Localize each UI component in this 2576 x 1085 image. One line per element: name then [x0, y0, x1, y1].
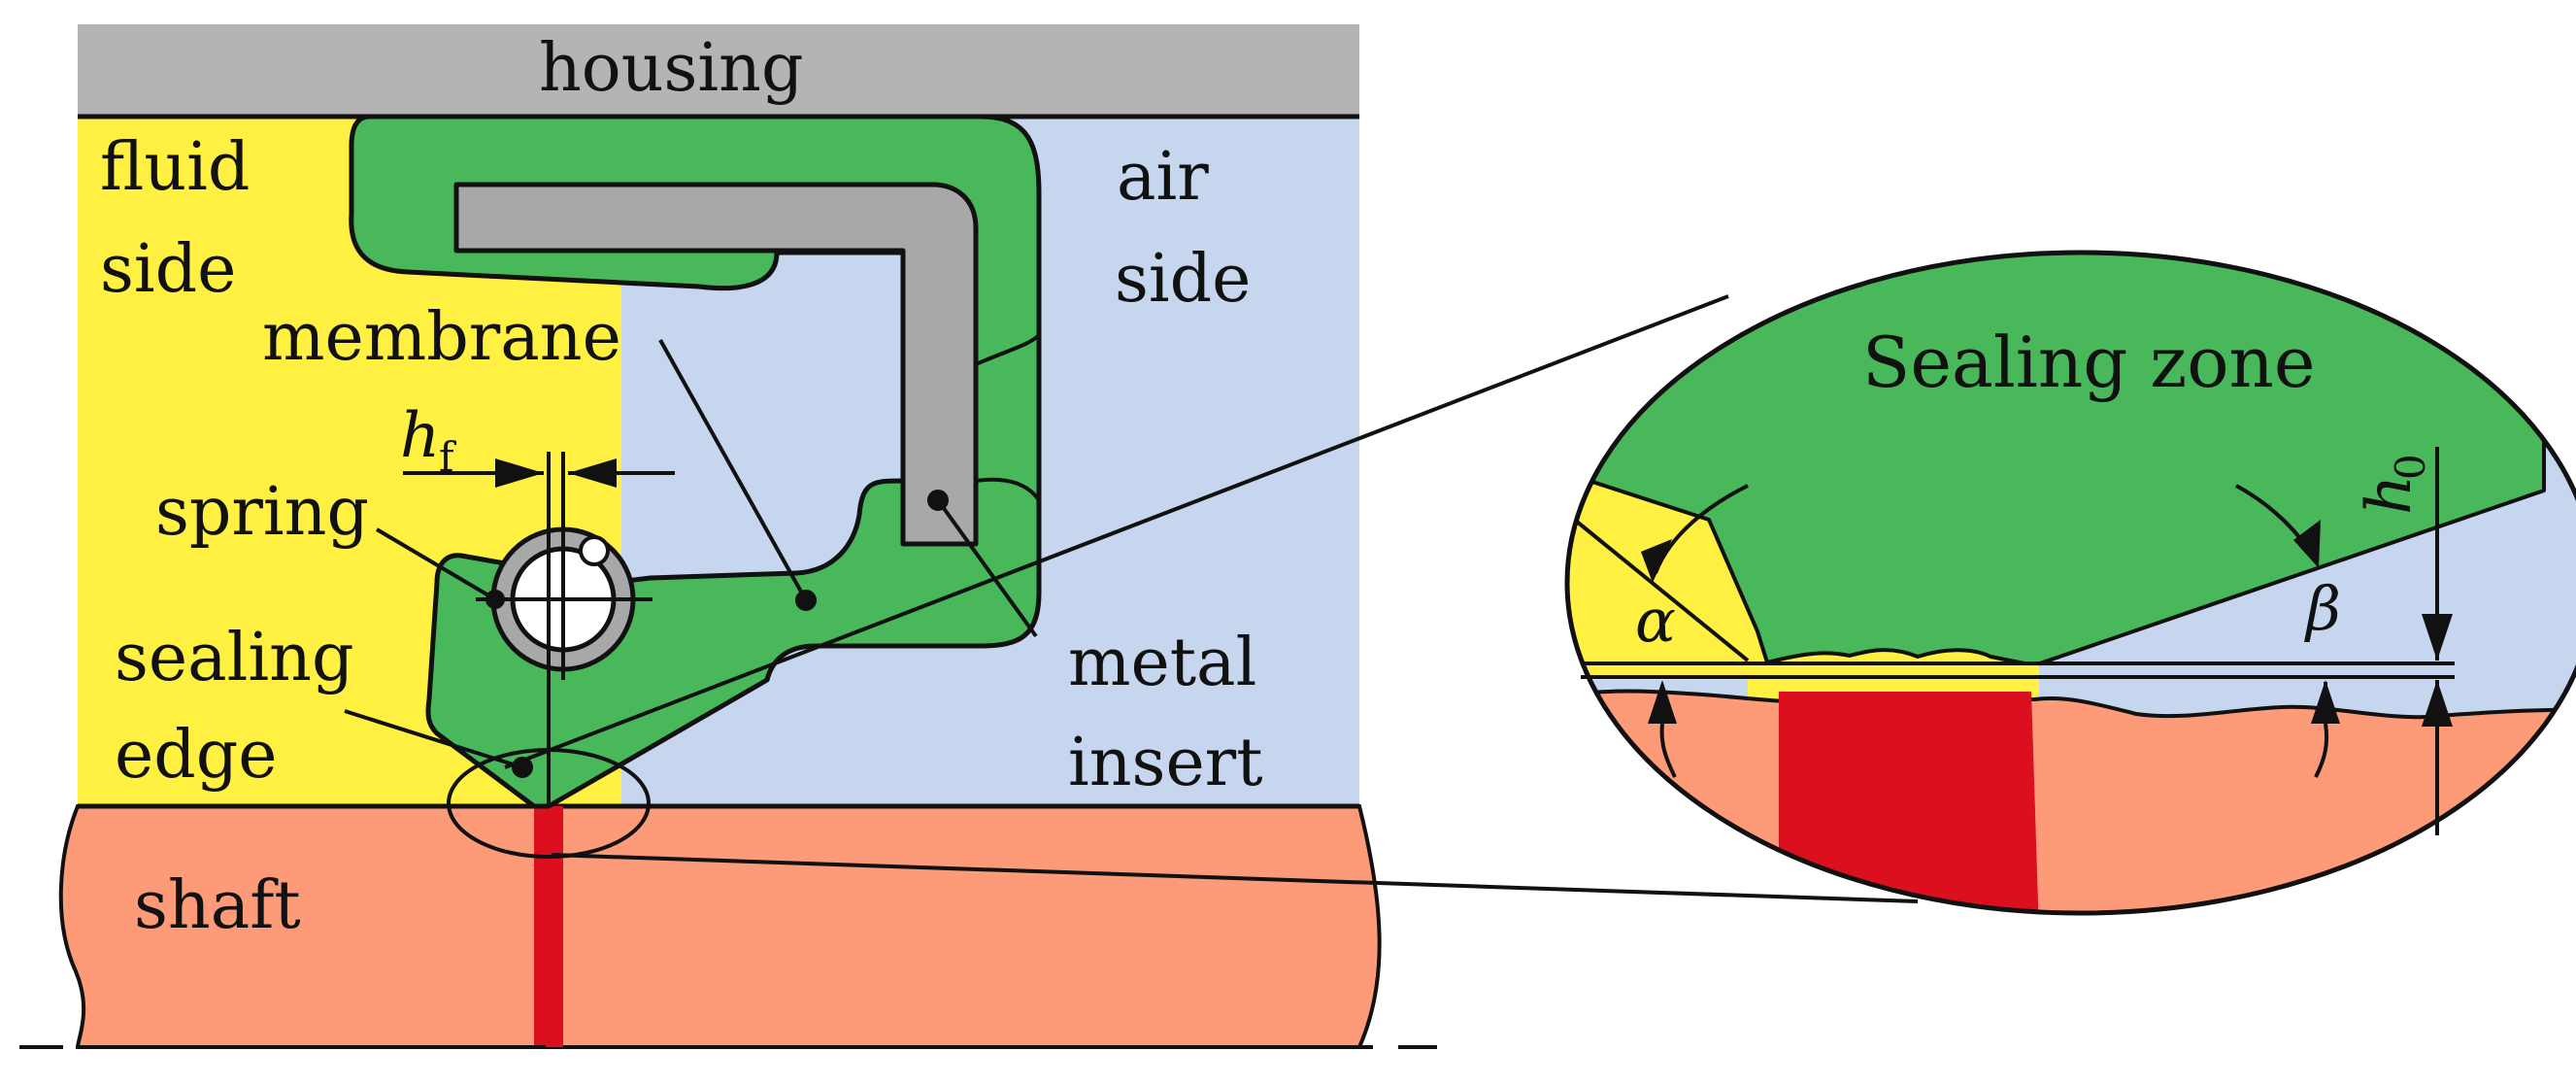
h0-dimension: [2422, 447, 2453, 835]
housing: [78, 24, 1359, 117]
metal-insert: [453, 182, 979, 547]
svg-text:h: h: [2354, 475, 2425, 515]
sealing-label: sealing: [115, 620, 354, 696]
cross-section: housing fluid side air side membrane spr…: [19, 24, 1437, 1049]
hf-label: h: [400, 400, 440, 472]
zoom-connectors: [504, 294, 1919, 903]
zoom-outline: [1564, 250, 2576, 916]
zoom-contact-region: [1779, 692, 2039, 913]
beta-label: β: [2304, 573, 2341, 644]
shaft-label: shaft: [134, 867, 301, 944]
seal-groove-upper: [975, 333, 1041, 366]
fluid-label: fluid: [100, 129, 250, 206]
spring-label: spring: [155, 474, 369, 551]
alpha-angle: [1641, 484, 1749, 778]
svg-text:0: 0: [2387, 454, 2434, 480]
seal-groove-lower: [975, 477, 1041, 502]
alpha-label: α: [1635, 585, 1676, 656]
air-label: air: [1117, 139, 1209, 216]
hf-subscript: f: [439, 433, 457, 481]
metal-label: metal: [1068, 625, 1256, 701]
leader-lines: [344, 339, 1038, 778]
beta-angle: [2235, 484, 2340, 778]
contact-strip: [534, 806, 563, 1047]
membrane-label: membrane: [262, 299, 621, 376]
hf-dimension: [403, 458, 675, 488]
h0-label: h 0: [2354, 454, 2434, 515]
air-side-label: side: [1115, 241, 1251, 318]
fluid-side-label: side: [100, 231, 236, 308]
edge-label: edge: [115, 717, 278, 794]
insert-label: insert: [1068, 725, 1263, 801]
sealing-zone-label: Sealing zone: [1862, 322, 2316, 403]
sealing-zone-zoom: Sealing zone α β h 0: [1564, 250, 2576, 916]
shaft: [58, 804, 1382, 1049]
housing-label: housing: [539, 30, 804, 107]
